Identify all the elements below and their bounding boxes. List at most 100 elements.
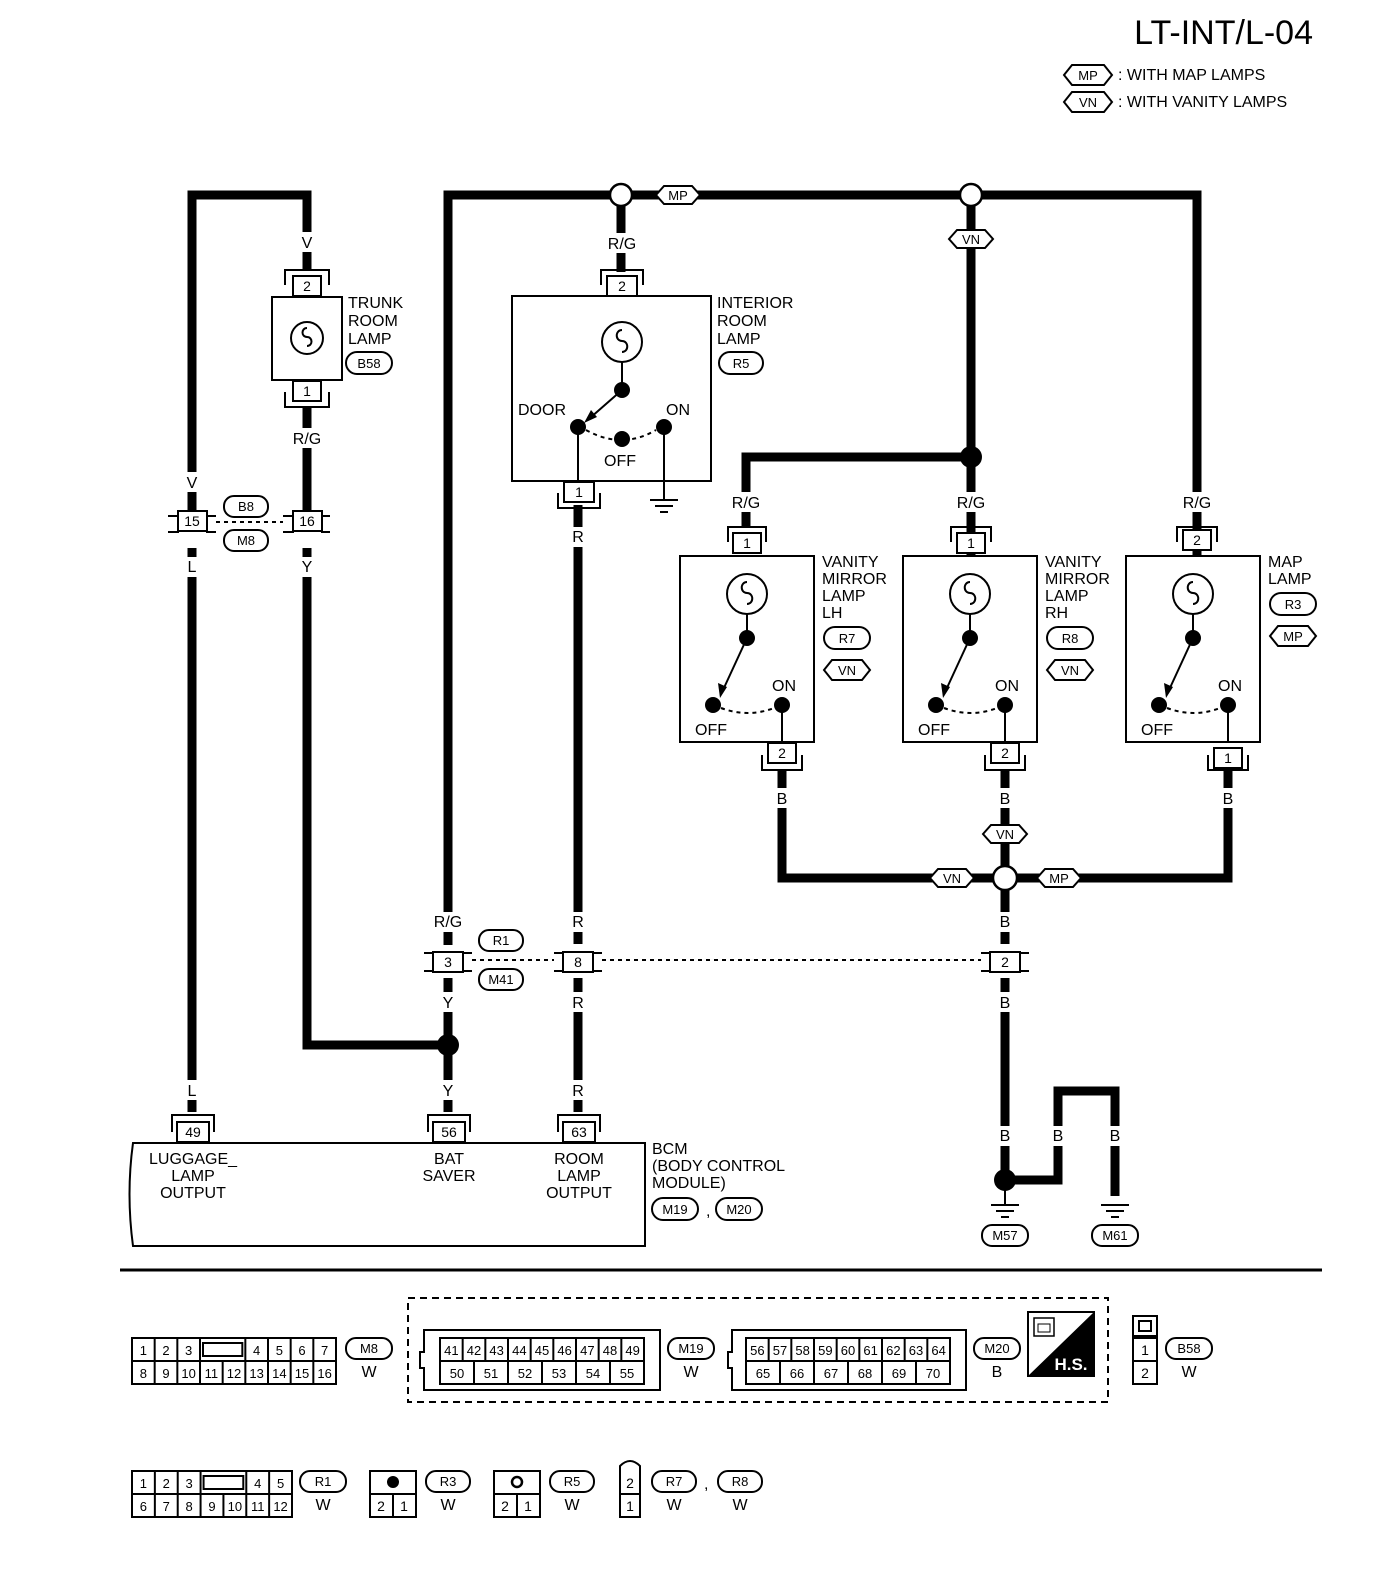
map-lamp: 2 OFF ON 1 MAP LAMP R3 MP [1125,526,1318,771]
svg-text:VN: VN [1061,663,1079,678]
svg-text:49: 49 [185,1124,201,1140]
connector-m19-pin: 55 [620,1366,634,1381]
svg-text:VANITY: VANITY [1045,554,1102,571]
svg-text:R8: R8 [732,1474,749,1489]
connector-m19-pin: 42 [467,1343,481,1358]
svg-text:B: B [1000,1128,1011,1145]
svg-text:R7: R7 [666,1474,683,1489]
legend-vn: VN : WITH VANITY LAMPS [1062,91,1287,113]
svg-text:V: V [187,475,198,492]
svg-text:ROOM: ROOM [717,313,767,330]
connector-m20-pin: 67 [824,1366,838,1381]
connector-m8-pin: 3 [185,1343,192,1358]
svg-text:2: 2 [1141,1365,1149,1381]
svg-text:2: 2 [377,1498,385,1514]
svg-text:MP: MP [1049,871,1069,886]
connector-r1-pin: 8 [186,1499,193,1514]
harness-side-icon: H.S. [1027,1311,1095,1377]
svg-text:W: W [666,1497,682,1514]
svg-text:Y: Y [443,1083,454,1100]
connector-m8-pin: 4 [253,1343,260,1358]
connector-m19-pin: 53 [552,1366,566,1381]
connector-m8-key-slot [202,1342,244,1357]
svg-text:LAMP: LAMP [717,331,761,348]
svg-text:B8: B8 [238,499,254,514]
svg-text:ROOM: ROOM [348,313,398,330]
connector-m19-pin: 46 [557,1343,571,1358]
svg-text:ON: ON [995,678,1019,695]
svg-text:VANITY: VANITY [822,554,879,571]
connector-r1-pin: 9 [208,1499,215,1514]
svg-text:1: 1 [303,383,311,399]
connector-m8-pin: 10 [181,1366,195,1381]
connector-r1-pin: 3 [186,1476,193,1491]
svg-text:OFF: OFF [604,453,636,470]
junction-r1-m41: 3 8 2 R1 M41 [424,929,1029,991]
connector-m8-pin: 2 [162,1343,169,1358]
connector-m20-pin: 69 [892,1366,906,1381]
svg-text:BCM: BCM [652,1141,688,1158]
connector-m19-pin: 50 [450,1366,464,1381]
svg-text:B58: B58 [357,356,380,371]
svg-text:2: 2 [618,278,626,294]
svg-text:W: W [564,1497,580,1514]
connector-r7-r8: 2 1 R7 W , R8 W [619,1460,763,1518]
svg-text:MP: MP [1078,68,1098,83]
svg-text:R: R [572,914,584,931]
svg-text:OFF: OFF [695,722,727,739]
connector-r1-pin: 6 [140,1499,147,1514]
connector-m20-pin: 62 [886,1343,900,1358]
svg-text:R/G: R/G [957,495,985,512]
svg-text:LAMP: LAMP [557,1168,601,1185]
connector-m19-pin: 51 [484,1366,498,1381]
svg-text:L: L [188,559,197,576]
connector-r5: 2 1 R5 W [493,1470,595,1518]
svg-text:8: 8 [574,954,582,970]
svg-text:VN: VN [1079,95,1097,110]
svg-text:2: 2 [1193,532,1201,548]
svg-text:2: 2 [1001,745,1009,761]
svg-text:MIRROR: MIRROR [822,571,887,588]
svg-text:3: 3 [444,954,452,970]
svg-text:1: 1 [743,535,751,551]
svg-text:16: 16 [299,513,315,529]
connector-m8-pin: 14 [272,1366,286,1381]
svg-text:ON: ON [1218,678,1242,695]
svg-text:56: 56 [441,1124,457,1140]
svg-text:M20: M20 [726,1202,751,1217]
svg-text:1: 1 [1141,1342,1149,1358]
connector-r1-pin: 10 [228,1499,242,1514]
connector-m8-pin: 8 [140,1366,147,1381]
connector-m19-pin: 54 [586,1366,600,1381]
svg-text:VN: VN [838,663,856,678]
svg-text:M8: M8 [237,533,255,548]
svg-text:R5: R5 [564,1474,581,1489]
svg-text:R1: R1 [315,1474,332,1489]
svg-text:R/G: R/G [434,914,462,931]
legend-mp: MP : WITH MAP LAMPS [1062,64,1265,86]
svg-text:SAVER: SAVER [422,1168,475,1185]
svg-text:Y: Y [443,995,454,1012]
svg-text:1: 1 [967,535,975,551]
svg-text:TRUNK: TRUNK [348,295,403,312]
svg-text:: WITH MAP LAMPS: : WITH MAP LAMPS [1118,67,1265,84]
svg-text:OUTPUT: OUTPUT [546,1185,612,1202]
svg-text:LAMP: LAMP [348,331,392,348]
svg-text:2: 2 [626,1475,634,1491]
svg-text:R: R [572,529,584,546]
connector-r1-pin: 5 [277,1476,284,1491]
svg-text:M19: M19 [678,1341,703,1356]
connector-m8-pin: 9 [162,1366,169,1381]
svg-text:B: B [1053,1128,1064,1145]
connector-m19-pin: 44 [512,1343,526,1358]
svg-text:MIRROR: MIRROR [1045,571,1110,588]
svg-text:B: B [1000,914,1011,931]
connector-m20-pin: 65 [756,1366,770,1381]
svg-text:R: R [572,995,584,1012]
svg-text:ON: ON [772,678,796,695]
svg-text:(BODY CONTROL: (BODY CONTROL [652,1158,785,1175]
